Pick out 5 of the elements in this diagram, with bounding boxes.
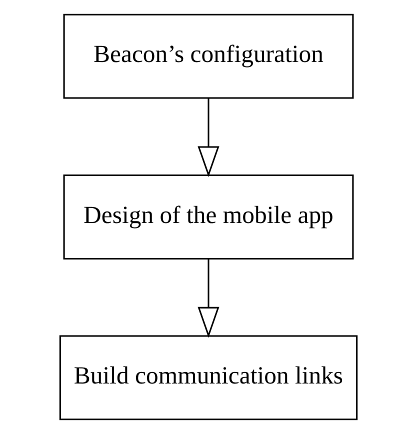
node-box: Beacon’s configuration — [63, 14, 354, 99]
node-box: Design of the mobile app — [63, 174, 354, 260]
arrow — [198, 98, 220, 178]
arrow — [198, 258, 220, 338]
node-box: Build communication links — [59, 335, 358, 420]
